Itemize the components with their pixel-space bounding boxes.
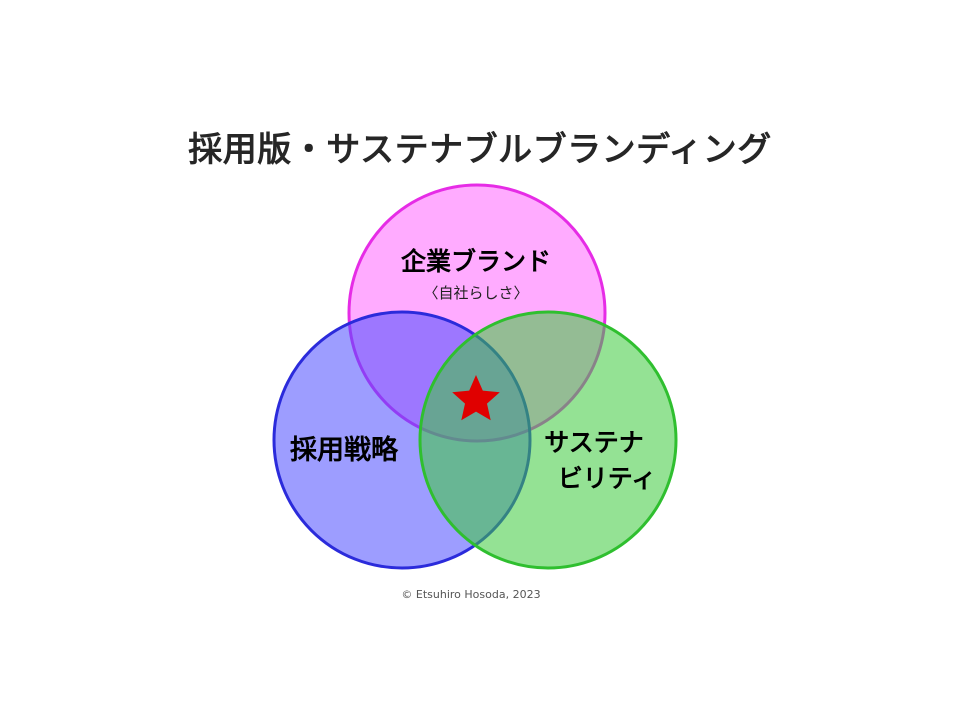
label-recruit: 採用戦略 — [290, 434, 399, 466]
label-sustainability-line1: サステナ — [544, 428, 644, 457]
label-sustainability-line2: ビリティ — [558, 464, 657, 493]
copyright-text: © Etsuhiro Hosoda, 2023 — [401, 588, 541, 601]
page-title: 採用版・サステナブルブランディング — [188, 130, 772, 170]
sublabel-brand: 〈自社らしさ〉 — [423, 284, 528, 302]
star-icon — [452, 375, 500, 421]
circle-sustainability — [418, 310, 678, 570]
label-brand: 企業ブランド — [401, 247, 551, 276]
